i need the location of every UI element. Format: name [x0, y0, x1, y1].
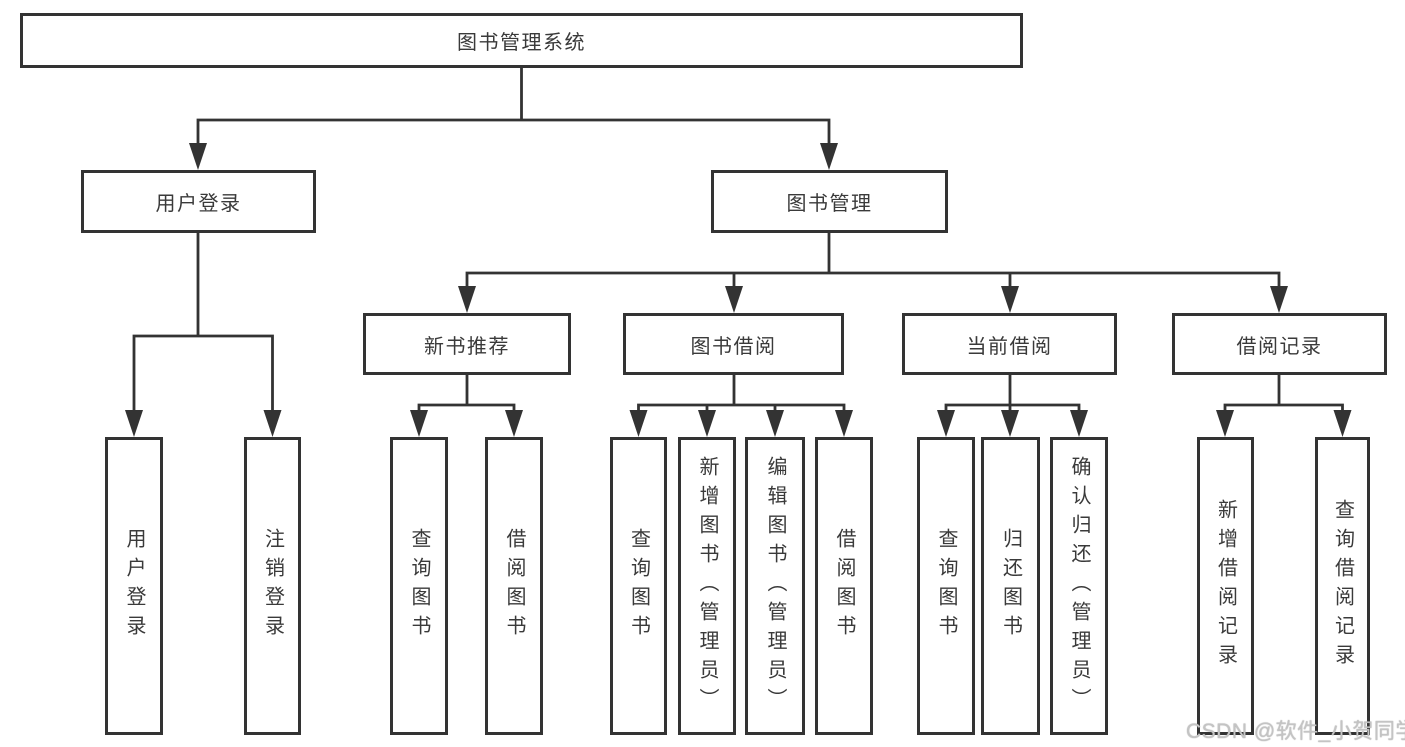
leaf-user-login: 用户登录 — [105, 437, 163, 735]
leaf-return-books: 归还图书 — [981, 437, 1040, 735]
node-current-borrowing: 当前借阅 — [902, 313, 1117, 375]
node-label: 查询借阅记录 — [1331, 499, 1354, 673]
watermark: CSDN @软件_小贺同学 — [1186, 720, 1405, 743]
leaf-query-borrow-record: 查询借阅记录 — [1315, 437, 1370, 735]
leaf-query-books-borrowing: 查询图书 — [610, 437, 667, 735]
node-user-login: 用户登录 — [81, 170, 316, 233]
leaf-confirm-return-admin: 确认归还（管理员） — [1050, 437, 1108, 735]
leaf-query-books-current: 查询图书 — [917, 437, 975, 735]
leaf-add-books-admin: 新增图书（管理员） — [678, 437, 736, 735]
node-label: 查询图书 — [627, 528, 650, 644]
arrowheads — [125, 143, 1352, 437]
node-label: 用户登录 — [123, 528, 145, 644]
node-label: 借阅图书 — [833, 528, 855, 644]
node-label: 新书推荐 — [424, 335, 510, 358]
node-label: 查询图书 — [935, 528, 957, 644]
node-label: 确认归还（管理员） — [1068, 455, 1090, 717]
node-label: 图书管理 — [786, 193, 873, 215]
node-label: 新增图书（管理员） — [696, 455, 718, 717]
node-label: 查询图书 — [408, 528, 430, 644]
leaf-add-borrow-record: 新增借阅记录 — [1197, 437, 1254, 735]
leaf-query-books-recommend: 查询图书 — [390, 437, 448, 735]
node-label: 用户登录 — [155, 193, 242, 215]
node-label: 新增借阅记录 — [1214, 499, 1237, 673]
node-label: 当前借阅 — [966, 335, 1053, 358]
node-book-borrowing: 图书借阅 — [623, 313, 844, 375]
node-label: 归还图书 — [999, 528, 1022, 644]
node-new-book-recommendation: 新书推荐 — [363, 313, 571, 375]
leaf-logout: 注销登录 — [244, 437, 301, 735]
node-label: 借阅记录 — [1236, 335, 1323, 358]
node-label: 图书管理系统 — [457, 32, 586, 54]
node-label: 注销登录 — [261, 528, 284, 644]
node-borrowing-records: 借阅记录 — [1172, 313, 1387, 375]
leaf-borrow-books-recommend: 借阅图书 — [485, 437, 543, 735]
leaf-edit-books-admin: 编辑图书（管理员） — [745, 437, 805, 735]
node-label: 借阅图书 — [503, 528, 525, 644]
node-label: 图书借阅 — [690, 335, 777, 358]
node-book-management: 图书管理 — [711, 170, 948, 233]
node-label: 编辑图书（管理员） — [764, 455, 786, 717]
leaf-borrow-books: 借阅图书 — [815, 437, 873, 735]
node-library-management-system: 图书管理系统 — [20, 13, 1023, 68]
